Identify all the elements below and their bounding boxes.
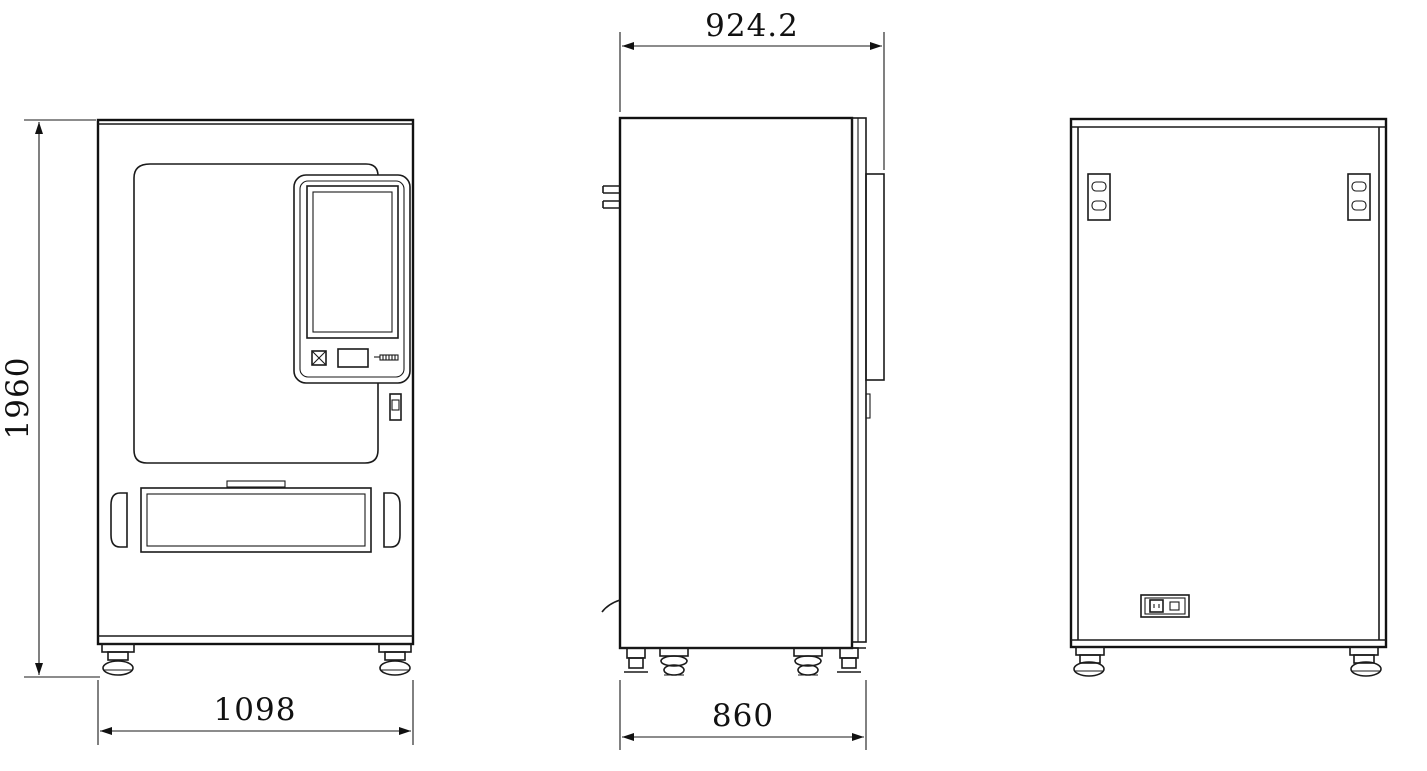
card-reader-icon <box>311 350 327 366</box>
rear-right-foot <box>1349 646 1382 677</box>
front-right-foot <box>378 643 412 676</box>
side-foot-1 <box>624 647 648 673</box>
front-height-dimension: 1960 <box>0 357 36 440</box>
front-view: 1960 1098 <box>0 118 415 745</box>
rear-right-bracket <box>1347 173 1371 221</box>
power-socket-panel <box>1140 594 1190 618</box>
side-caster-2 <box>793 647 823 676</box>
fuse-switch-icon <box>1169 601 1180 611</box>
side-panel-profile <box>865 173 885 381</box>
front-left-foot <box>101 643 135 676</box>
rear-left-foot <box>1073 646 1105 677</box>
front-width-dimension: 1098 <box>214 692 297 728</box>
power-cord <box>601 599 621 613</box>
side-caster-1 <box>659 647 689 676</box>
display-window <box>133 163 379 464</box>
side-foot-2 <box>837 647 861 673</box>
rear-view <box>1069 117 1388 677</box>
rear-left-bracket <box>1087 173 1111 221</box>
left-handle <box>110 492 128 548</box>
side-overall-depth-dimension: 924.2 <box>705 8 799 44</box>
front-cabinet <box>96 118 415 646</box>
side-cabinet <box>618 116 854 650</box>
rear-cabinet <box>1069 117 1388 649</box>
side-door-edge <box>851 117 867 643</box>
door-lock-icon <box>389 393 402 421</box>
power-socket-icon <box>1149 599 1164 613</box>
control-panel <box>293 174 411 384</box>
bill-acceptor-slot <box>337 348 369 368</box>
right-handle <box>383 492 401 548</box>
side-body-depth-dimension: 860 <box>712 698 774 734</box>
touch-screen <box>306 185 399 339</box>
pickup-bin <box>140 487 372 553</box>
side-view: 924.2 860 <box>601 8 885 750</box>
